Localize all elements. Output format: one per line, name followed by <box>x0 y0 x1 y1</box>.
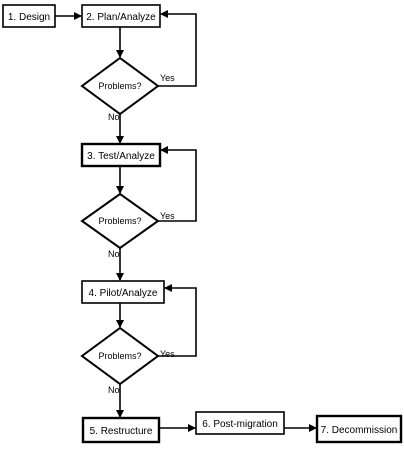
step-test-label: 3. Test/Analyze <box>87 151 155 162</box>
step-post-migration-label: 6. Post-migration <box>202 419 278 430</box>
decision-3-question: Problems? <box>98 351 141 361</box>
decision-2: Problems? <box>80 192 160 250</box>
decision-1-question: Problems? <box>98 81 141 91</box>
decision-2-yes-label: Yes <box>160 211 175 221</box>
step-design: 1. Design <box>2 4 56 28</box>
decision-1-yes-label: Yes <box>160 73 175 83</box>
step-plan-label: 2. Plan/Analyze <box>86 12 156 23</box>
loop-decision-3-yes <box>158 284 197 357</box>
decision-2-question: Problems? <box>98 216 141 226</box>
decision-1-no-label: No <box>108 112 120 122</box>
loop-decision-2-yes <box>158 146 197 222</box>
decision-3: Problems? <box>80 326 160 386</box>
decision-2-no-label: No <box>108 249 120 259</box>
step-plan-analyze: 2. Plan/Analyze <box>81 4 161 28</box>
decision-3-yes-label: Yes <box>160 349 175 359</box>
step-pilot-analyze: 4. Pilot/Analyze <box>81 280 165 304</box>
step-post-migration: 6. Post-migration <box>195 411 285 435</box>
step-test-analyze: 3. Test/Analyze <box>80 142 162 168</box>
decision-1: Problems? <box>80 56 160 116</box>
decision-3-no-label: No <box>108 385 120 395</box>
step-restructure: 5. Restructure <box>81 416 161 444</box>
step-pilot-label: 4. Pilot/Analyze <box>89 288 158 299</box>
step-decommission-label: 7. Decommission <box>321 425 398 436</box>
step-decommission: 7. Decommission <box>315 414 403 444</box>
loop-decision-1-yes <box>158 10 197 87</box>
step-restructure-label: 5. Restructure <box>90 426 153 437</box>
step-design-label: 1. Design <box>8 12 50 23</box>
